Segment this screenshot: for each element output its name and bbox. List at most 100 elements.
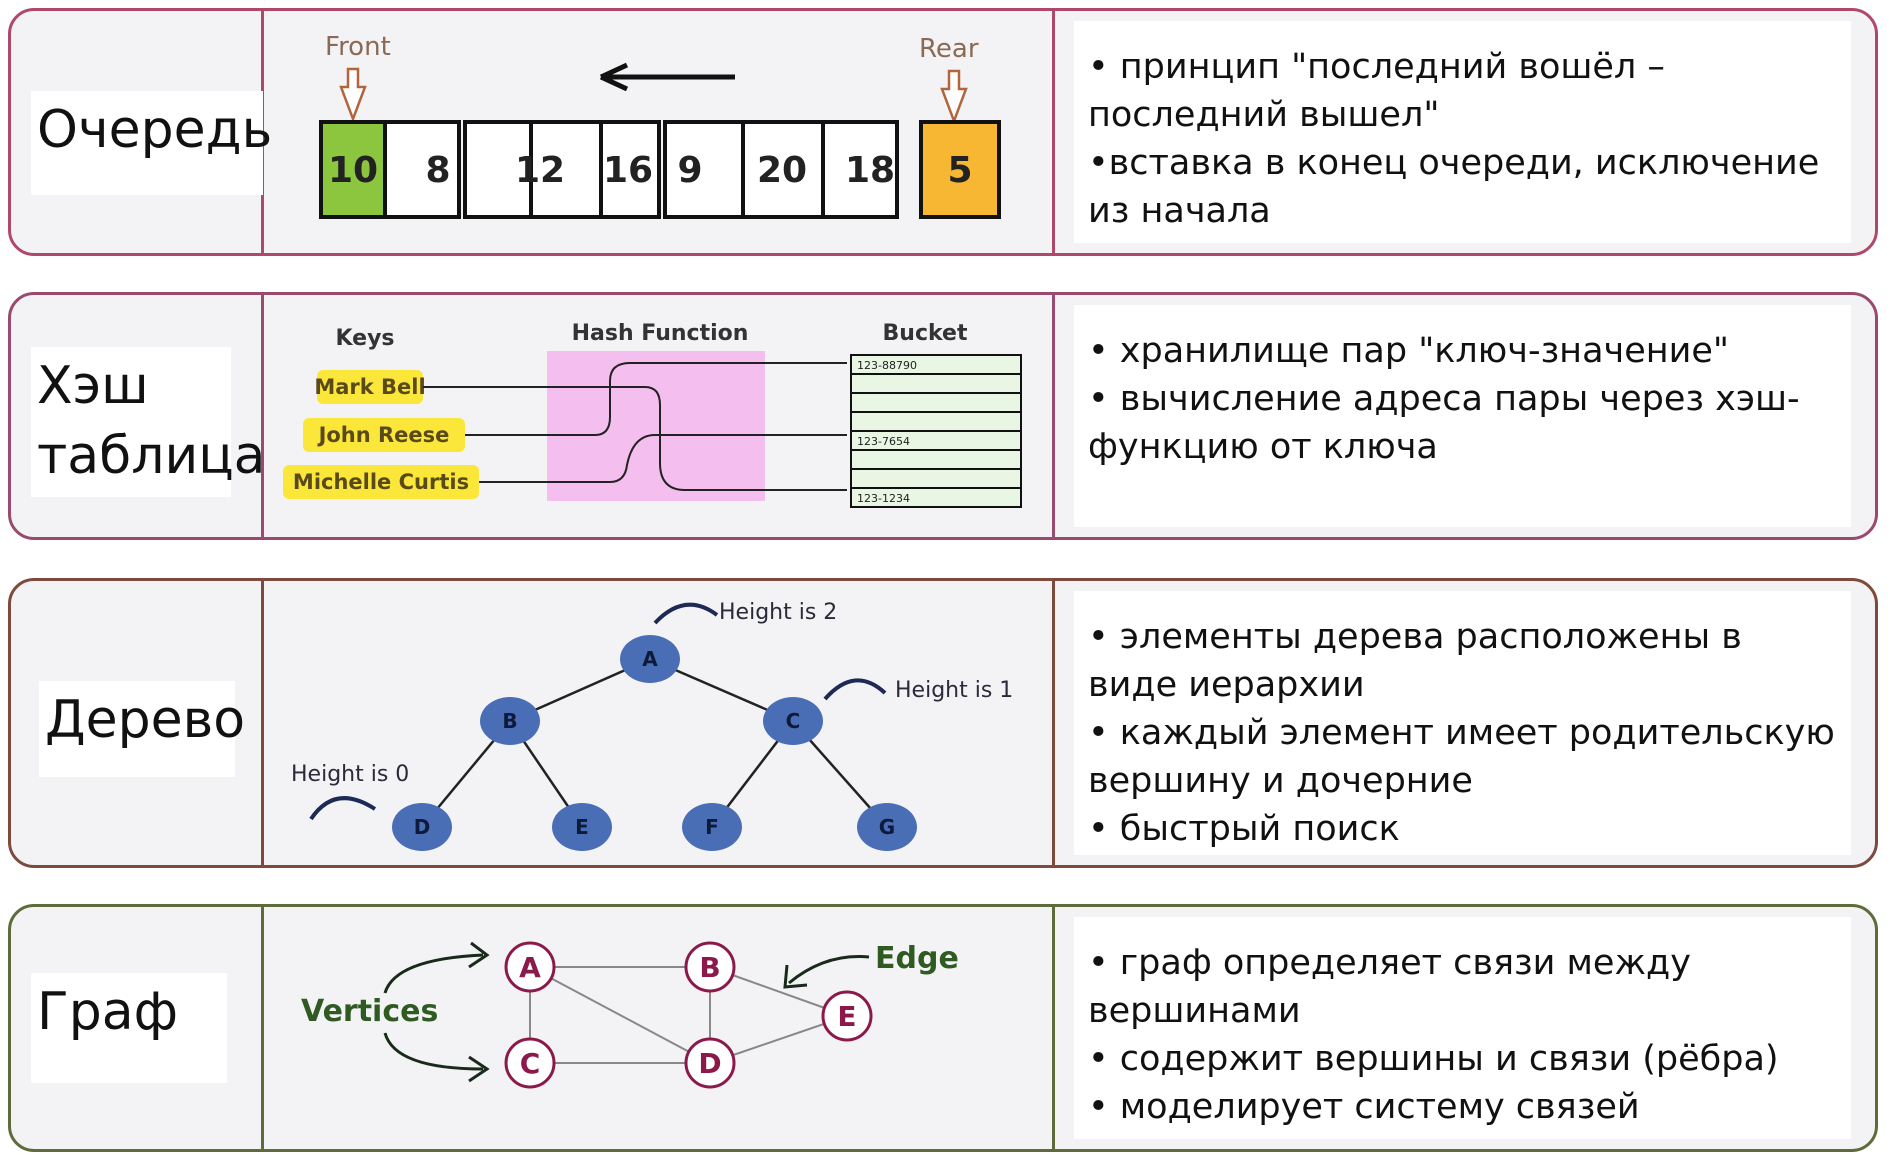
graph-edges	[529, 966, 848, 1064]
tree-node-label: E	[575, 815, 589, 839]
tree-node	[480, 697, 540, 745]
graph-vertex-label: A	[519, 951, 541, 984]
vertices-arrow-icon	[383, 1032, 484, 1071]
key-label: Michelle Curtis	[293, 470, 469, 494]
queue-cell	[741, 120, 825, 219]
bullet: • граф определяет связи между вершинами	[1088, 943, 1691, 1031]
arrowhead-icon	[468, 1055, 490, 1083]
row-queue: Очередь Front Rear 10 8 12 16 9	[8, 8, 1878, 256]
rear-label: Rear	[919, 34, 979, 64]
queue-value: 12	[515, 150, 565, 191]
keys-header: Keys	[335, 326, 394, 351]
hash-connectors	[423, 362, 847, 491]
tree-node-label: C	[786, 709, 801, 733]
bucket-row	[850, 468, 1022, 489]
queue-cells: 10 8 12 16 9 20 18 5	[319, 120, 1001, 219]
queue-cell	[821, 120, 899, 219]
vertices-arrow-icon	[383, 953, 484, 994]
tree-node-label: A	[642, 647, 658, 671]
key-label: Mark Bell	[314, 375, 425, 399]
graph-vertices	[504, 941, 873, 1089]
description-box: • принцип "последний вошёл – последний в…	[1074, 21, 1851, 243]
bucket-header: Bucket	[883, 321, 968, 346]
direction-arrow-icon	[599, 62, 735, 92]
graph-vertex-label: C	[520, 1047, 541, 1080]
queue-rear-cell	[919, 120, 1001, 219]
row-title: Очередь	[31, 91, 272, 195]
row-tree: Дерево A B C D E F G	[8, 578, 1878, 868]
tree-node-label: G	[879, 815, 895, 839]
queue-value: 5	[947, 150, 972, 191]
graph-vertex	[504, 1037, 556, 1089]
tree-node	[392, 803, 452, 851]
height-label: Height is 1	[895, 678, 1013, 703]
graph-diagram: A B C D E Vertices Edge	[301, 941, 959, 1089]
row-title: Хэш таблица	[31, 347, 266, 497]
curved-arrow-icon	[309, 796, 377, 821]
queue-cell	[599, 120, 661, 219]
bullet: • хранилище пар "ключ-значение"	[1088, 331, 1729, 371]
front-arrow-icon	[339, 67, 367, 123]
tree-edges	[421, 657, 888, 828]
tree-nodes	[392, 635, 917, 851]
queue-front-cell	[319, 120, 387, 219]
queue-value: 8	[425, 150, 450, 191]
queue-cell	[529, 120, 603, 219]
column-divider	[261, 295, 264, 537]
edge-arrow-icon	[788, 955, 870, 985]
queue-value: 9	[677, 150, 702, 191]
tree-node	[552, 803, 612, 851]
edge-label: Edge	[875, 941, 959, 976]
bullet: • моделирует систему связей	[1088, 1087, 1640, 1127]
bullet: • элементы дерева расположены в виде иер…	[1088, 617, 1742, 705]
description-box: • хранилище пар "ключ-значение" • вычисл…	[1074, 305, 1851, 527]
bucket-row	[850, 449, 1022, 470]
graph-vertex-label: D	[698, 1047, 721, 1080]
column-divider	[1052, 907, 1055, 1149]
queue-value: 18	[845, 150, 895, 191]
height-label: Height is 2	[719, 600, 837, 625]
bucket-rows	[850, 354, 1022, 508]
tree-node	[682, 803, 742, 851]
key-label: John Reese	[317, 423, 450, 447]
height-label: Height is 0	[291, 762, 409, 787]
tree-diagram: A B C D E F G Height is 2 Height is 1 He…	[291, 600, 1013, 851]
bullet: •вставка в конец очереди, исключение из …	[1088, 143, 1820, 231]
graph-vertex-label: E	[837, 1000, 856, 1033]
key-box	[303, 418, 465, 452]
queue-value: 10	[328, 150, 378, 191]
tree-node-label: F	[705, 815, 719, 839]
column-divider	[261, 581, 264, 865]
tree-node	[857, 803, 917, 851]
curved-arrow-icon	[823, 678, 887, 701]
bullet: • содержит вершины и связи (рёбра)	[1088, 1039, 1779, 1079]
curved-arrow-icon	[653, 602, 719, 625]
bucket-row	[850, 487, 1022, 508]
graph-vertex	[684, 941, 736, 993]
queue-value: 16	[603, 150, 653, 191]
rear-arrow-icon	[940, 69, 968, 125]
bullet: • вычисление адреса пары через хэш-функц…	[1088, 379, 1800, 467]
bullet: • быстрый поиск	[1088, 809, 1400, 849]
bucket-row	[850, 411, 1022, 432]
graph-vertex	[821, 990, 873, 1042]
queue-cell	[383, 120, 461, 219]
hash-function-header: Hash Function	[572, 321, 749, 346]
tree-node	[620, 635, 680, 683]
graph-vertex	[684, 1037, 736, 1089]
queue-diagram: Front Rear 10 8 12 16 9 20 1	[319, 32, 1001, 219]
bucket-entry: 123-1234	[857, 492, 910, 505]
queue-cell	[663, 120, 745, 219]
bucket-row	[850, 373, 1022, 394]
arrowhead-icon	[468, 941, 490, 969]
key-box	[317, 370, 423, 404]
arrowhead-icon	[783, 964, 808, 989]
queue-value: 20	[757, 150, 807, 191]
hash-table-diagram: Keys Hash Function Bucket Mark Bell John…	[283, 321, 1022, 508]
bucket-entry: 123-7654	[857, 435, 910, 448]
tree-node	[763, 697, 823, 745]
bucket-row	[850, 392, 1022, 413]
column-divider	[1052, 581, 1055, 865]
column-divider	[1052, 295, 1055, 537]
column-divider	[1052, 11, 1055, 253]
